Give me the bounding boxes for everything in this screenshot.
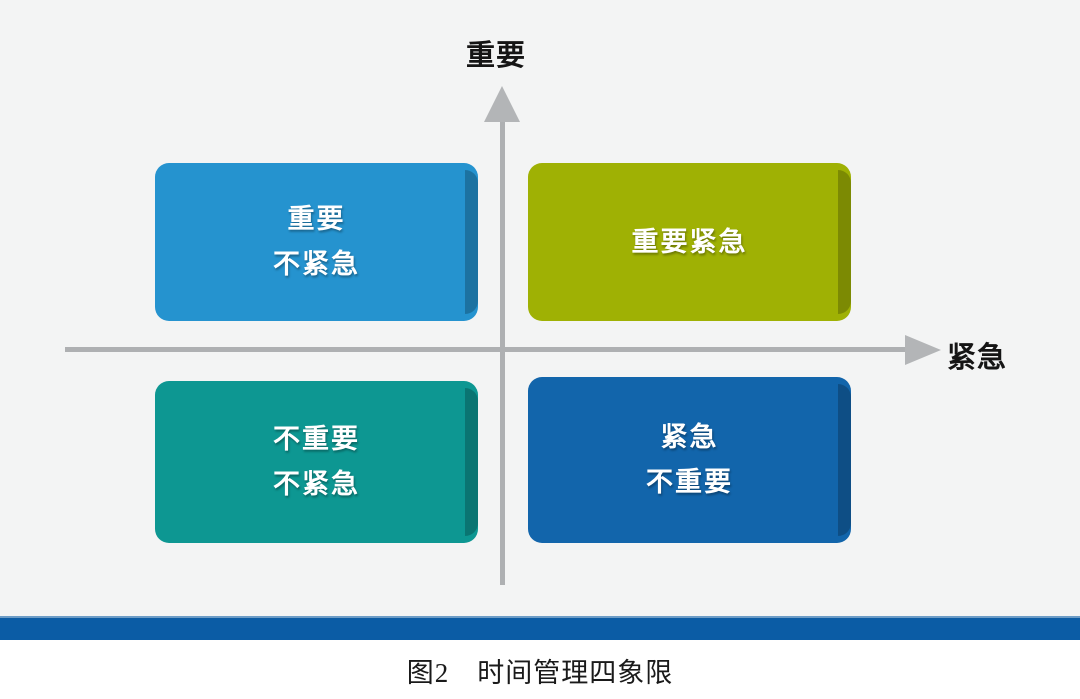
quadrant-important-not-urgent[interactable]: 重要 不紧急 (155, 163, 478, 321)
divider-rule (0, 616, 1080, 640)
quadrant-label-line-2: 不紧急 (273, 249, 360, 279)
quadrant-label-line-2: 不重要 (646, 467, 733, 497)
quadrant-important-urgent[interactable]: 重要紧急 (528, 163, 851, 321)
quadrant-label-line-1: 重要 (287, 204, 346, 234)
arrow-right-icon (905, 335, 941, 365)
quadrant-urgent-not-important[interactable]: 紧急 不重要 (528, 377, 851, 543)
quadrant-not-important-not-urgent[interactable]: 不重要 不紧急 (155, 381, 478, 543)
diagram-canvas: 重要 紧急 重要 不紧急 重要紧急 不重要 不紧急 紧急 不重要 (0, 0, 1080, 616)
quadrant-label-line-2: 不紧急 (273, 469, 360, 499)
figure-caption: 图2 时间管理四象限 (406, 658, 674, 688)
quadrant-label-line-1: 紧急 (660, 422, 719, 452)
arrow-up-icon (484, 86, 520, 122)
horizontal-axis-line (65, 347, 910, 352)
horizontal-axis-label: 紧急 (947, 342, 1008, 374)
vertical-axis-label: 重要 (466, 40, 527, 72)
quadrant-label-line-1: 重要紧急 (631, 226, 748, 257)
quadrant-label-line-1: 不重要 (273, 424, 360, 454)
